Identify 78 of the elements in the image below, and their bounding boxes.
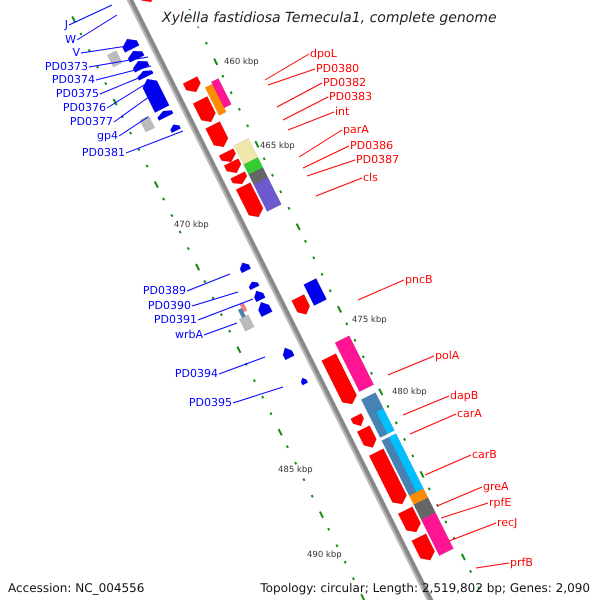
gene-label: PD0394	[174, 367, 218, 380]
gene-label: cls	[363, 171, 378, 184]
gene-label: prfB	[510, 556, 533, 569]
gene-label: greA	[483, 480, 509, 493]
leader-line	[424, 454, 472, 476]
leader-line	[198, 298, 254, 320]
gene-label: parA	[343, 123, 369, 136]
leader-line	[268, 68, 316, 86]
gene-label: PD0383	[329, 90, 372, 103]
leader-line	[316, 178, 362, 196]
gene-label: V	[72, 46, 80, 59]
leader-line	[306, 160, 356, 176]
accession-text: Accession: NC_004556	[8, 581, 144, 595]
gene-label: PD0389	[142, 284, 186, 297]
gene-label: PD0386	[350, 139, 394, 152]
leader-line	[106, 80, 152, 108]
leader-line	[76, 14, 118, 40]
leader-line	[204, 322, 238, 336]
leader-line	[80, 44, 134, 54]
gene-label: PD0391	[154, 313, 197, 326]
leader-line	[192, 292, 238, 306]
gene-label: int	[335, 105, 350, 118]
leader-line	[68, 4, 112, 26]
leader-line	[388, 356, 434, 376]
leader-line	[88, 56, 148, 68]
scale-label: 490 kbp	[307, 550, 342, 560]
gene-label: PD0375	[56, 87, 99, 100]
leader-line	[298, 130, 342, 158]
gene-label: PD0373	[44, 60, 88, 73]
leader-line	[402, 396, 450, 416]
leader-line	[282, 96, 328, 120]
title: Xylella fastidiosa Temecula1, complete genome	[162, 10, 497, 27]
gene-label: PD0395	[188, 396, 232, 409]
leader-line	[126, 130, 184, 154]
leader-line	[186, 274, 230, 292]
gene-label: recJ	[497, 516, 518, 529]
leader-line	[96, 66, 152, 80]
leader-line	[436, 486, 482, 506]
leader-line	[100, 72, 154, 94]
gene-label: carB	[472, 448, 497, 461]
leader-line	[358, 280, 404, 300]
gene-label: dpoL	[310, 47, 337, 60]
gene-label: polA	[435, 349, 460, 362]
gene-label: wrbA	[174, 328, 203, 341]
leader-line	[264, 54, 310, 80]
leader-line	[476, 562, 510, 568]
gene-label: carA	[457, 407, 482, 420]
gene-label: PD0387	[356, 153, 400, 166]
gene-label: PD0381	[82, 146, 125, 159]
genome-info-text: Topology: circular; Length: 2,519,802 bp; Genes: 2,090	[260, 581, 590, 595]
gene-label: pncB	[405, 273, 433, 286]
gene-label: J	[64, 18, 68, 31]
gene-label: PD0376	[62, 101, 106, 114]
scale-label: 470 kbp	[174, 220, 209, 230]
leader-line	[118, 116, 148, 136]
gene-label: W	[65, 33, 76, 46]
gene-label: PD0380	[316, 62, 360, 75]
scale-label: 480 kbp	[392, 387, 427, 397]
gene-label: PD0390	[148, 299, 191, 312]
leader-line	[302, 146, 350, 168]
leader-line	[276, 82, 322, 108]
scale-label: 460 kbp	[224, 57, 259, 67]
leader-line	[232, 386, 284, 404]
gene-label: gp4	[97, 129, 118, 142]
leader-line	[114, 94, 154, 122]
leader-line	[440, 502, 488, 518]
scale-label: 475 kbp	[352, 315, 387, 325]
gene-label: PD0382	[323, 76, 366, 89]
gene-label: PD0377	[70, 115, 113, 128]
scale-label: 465 kbp	[260, 141, 295, 151]
gene-label: dapB	[450, 389, 478, 402]
leader-line	[448, 522, 496, 542]
gene-label: PD0374	[52, 73, 95, 86]
leader-line	[218, 356, 266, 374]
scale-label: 485 kbp	[278, 465, 313, 475]
leader-line	[410, 414, 456, 434]
gene-label: rpfE	[489, 496, 512, 509]
leader-line	[288, 112, 334, 130]
